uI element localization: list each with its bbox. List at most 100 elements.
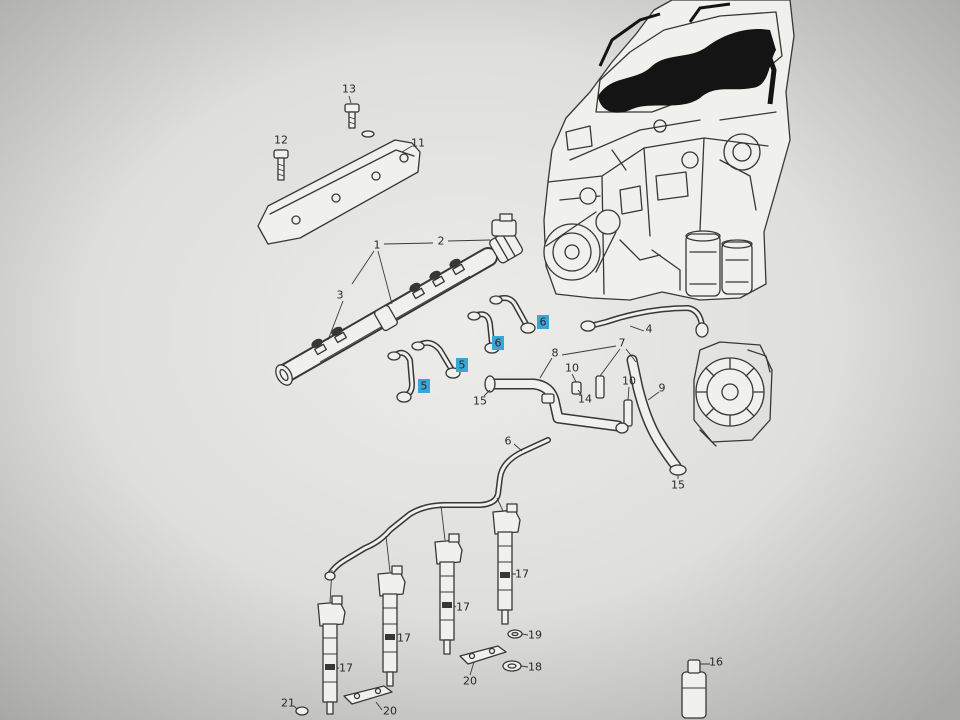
callout-10-left[interactable]: 10 <box>565 362 579 375</box>
callout-2[interactable]: 2 <box>438 235 445 248</box>
wiring-harness <box>598 28 776 113</box>
injector-2 <box>434 533 463 655</box>
hand-pump-16 <box>681 659 707 719</box>
connector-10-lower <box>623 399 633 427</box>
callout-label: 6 <box>505 435 512 448</box>
callout-3[interactable]: 3 <box>337 289 344 302</box>
callout-4[interactable]: 4 <box>646 323 653 336</box>
injector-3 <box>377 565 406 687</box>
connector-10 <box>595 375 605 399</box>
high-pressure-pipe-5-lower <box>387 349 415 403</box>
engine-assembly <box>543 0 795 301</box>
callout-label: 20 <box>463 675 477 688</box>
callout-20-upper[interactable]: 20 <box>463 675 477 688</box>
callout-17-injector-2[interactable]: 17 <box>456 601 470 614</box>
callout-20-lower[interactable]: 20 <box>383 705 397 718</box>
callout-16[interactable]: 16 <box>709 656 723 669</box>
injector-1 <box>492 503 521 625</box>
clamp-plate-20-lower <box>343 685 393 705</box>
callout-label: 10 <box>565 362 579 375</box>
callout-label: 5 <box>459 359 466 372</box>
callout-label: 4 <box>646 323 653 336</box>
washer-21 <box>295 706 309 716</box>
callout-label: 9 <box>659 382 666 395</box>
callout-label: 12 <box>274 134 288 147</box>
callout-label: 7 <box>619 337 626 350</box>
callout-11[interactable]: 11 <box>411 137 425 150</box>
leak-off-line <box>324 437 551 603</box>
seal-ring-19 <box>507 629 523 639</box>
callout-label: 18 <box>528 661 542 674</box>
callout-17-injector-4[interactable]: 17 <box>339 662 353 675</box>
callout-7[interactable]: 7 <box>619 337 626 350</box>
oil-filter <box>685 230 721 297</box>
callout-8[interactable]: 8 <box>552 347 559 360</box>
callout-label: 16 <box>709 656 723 669</box>
rail-bracket <box>257 139 421 245</box>
callout-18[interactable]: 18 <box>528 661 542 674</box>
callout-15-left[interactable]: 15 <box>473 395 487 408</box>
callout-label: 15 <box>671 479 685 492</box>
return-hose-assembly <box>484 354 687 476</box>
callout-label: 17 <box>397 632 411 645</box>
callout-6-highlighted-lower[interactable]: 6 <box>492 336 504 350</box>
highlight-box <box>492 336 504 350</box>
callout-label: 17 <box>456 601 470 614</box>
crank-pulley <box>543 223 601 281</box>
callout-5-highlighted-lower[interactable]: 5 <box>418 379 430 393</box>
callout-label: 3 <box>337 289 344 302</box>
highlight-box <box>537 315 549 329</box>
callout-label: 8 <box>552 347 559 360</box>
callout-15-right[interactable]: 15 <box>671 479 685 492</box>
fuel-rail <box>275 247 498 386</box>
hose-clamp-15 <box>484 375 496 393</box>
callout-label: 2 <box>438 235 445 248</box>
highlight-box <box>418 379 430 393</box>
high-pressure-pipe-5-upper <box>411 339 461 379</box>
fuel-filter <box>721 239 753 295</box>
callout-label: 6 <box>540 316 547 329</box>
callout-label: 14 <box>578 393 592 406</box>
washer <box>361 130 375 138</box>
callout-label: 11 <box>411 137 425 150</box>
auxiliary-pump-unit <box>693 341 773 447</box>
high-pressure-pipe-6-upper <box>489 295 536 334</box>
callout-17-injector-1[interactable]: 17 <box>515 568 529 581</box>
callout-13[interactable]: 13 <box>342 83 356 96</box>
callout-1[interactable]: 1 <box>374 239 381 252</box>
callout-9[interactable]: 9 <box>659 382 666 395</box>
callout-label: 19 <box>528 629 542 642</box>
callout-label: 6 <box>495 337 502 350</box>
callout-14[interactable]: 14 <box>578 393 592 406</box>
callout-label: 13 <box>342 83 356 96</box>
leader-lines <box>293 95 710 711</box>
callout-21[interactable]: 21 <box>281 697 295 710</box>
callout-label: 10 <box>622 375 636 388</box>
callout-17-injector-3[interactable]: 17 <box>397 632 411 645</box>
highlight-box <box>456 358 468 372</box>
callout-label: 21 <box>281 697 295 710</box>
fuel-pipe-4 <box>580 305 709 338</box>
callout-label: 5 <box>421 380 428 393</box>
high-pressure-pipe-6-lower <box>467 311 500 354</box>
callout-5-highlighted-upper[interactable]: 5 <box>456 358 468 372</box>
callout-label: 17 <box>515 568 529 581</box>
clamp-plate-20-upper <box>459 645 507 665</box>
seal-ring-18 <box>502 660 522 672</box>
hose-clamp-15-lower <box>669 464 687 476</box>
rail-pressure-sensor <box>489 213 524 264</box>
callout-6-highlighted-upper[interactable]: 6 <box>537 315 549 329</box>
callout-12[interactable]: 12 <box>274 134 288 147</box>
callout-6-leak-line[interactable]: 6 <box>505 435 512 448</box>
callout-10-right[interactable]: 10 <box>622 375 636 388</box>
callout-label: 1 <box>374 239 381 252</box>
callout-label: 20 <box>383 705 397 718</box>
callout-19[interactable]: 19 <box>528 629 542 642</box>
bolt-12 <box>273 149 289 181</box>
bolt-13 <box>344 103 375 138</box>
injector-4 <box>317 595 346 715</box>
callout-label: 15 <box>473 395 487 408</box>
